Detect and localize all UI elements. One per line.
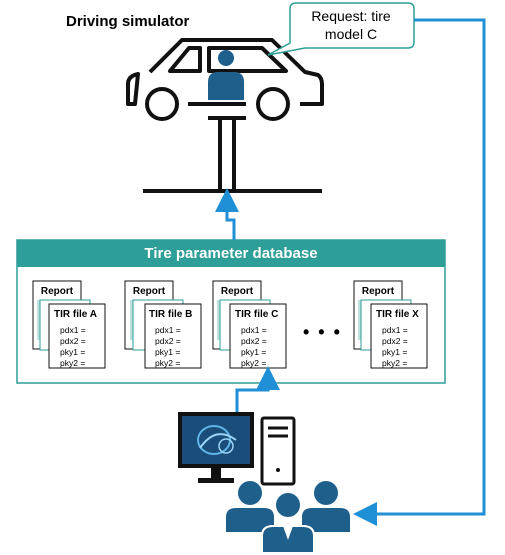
param-line: pky2 =	[382, 358, 408, 368]
tir-file-title: TIR file B	[149, 309, 193, 320]
computer-icon	[178, 412, 296, 486]
param-line: pdx1 =	[241, 325, 267, 335]
param-line: pky2 =	[155, 358, 181, 368]
param-line: pky1 =	[382, 347, 408, 357]
simulator-title: Driving simulator	[66, 13, 190, 30]
database-title: Tire parameter database	[17, 240, 445, 267]
tir-file-title: TIR file A	[54, 309, 97, 320]
tir-file-title: TIR file C	[235, 309, 279, 320]
report-label: Report	[40, 286, 74, 297]
param-line: pky2 =	[60, 358, 86, 368]
request-bubble	[267, 2, 415, 56]
document-stacks	[32, 280, 428, 369]
request-line-2: model C	[324, 26, 378, 42]
lift-icon	[143, 116, 322, 193]
param-line: pdx2 =	[241, 336, 267, 346]
request-text: Request: tire model C	[292, 7, 410, 43]
param-line: pdx1 =	[155, 325, 181, 335]
param-line: pdx2 =	[382, 336, 408, 346]
car-icon	[126, 38, 324, 121]
param-line: pky1 =	[155, 347, 181, 357]
report-label: Report	[132, 286, 166, 297]
param-line: pky2 =	[241, 358, 267, 368]
param-line: pdx2 =	[60, 336, 86, 346]
driver-icon	[208, 50, 244, 100]
param-line: pky1 =	[241, 347, 267, 357]
report-label: Report	[361, 286, 395, 297]
param-line: pdx1 =	[382, 325, 408, 335]
users-icon	[226, 481, 350, 554]
param-line: pdx1 =	[60, 325, 86, 335]
param-line: pdx2 =	[155, 336, 181, 346]
ellipsis: • • •	[303, 322, 342, 342]
request-line-1: Request: tire	[311, 8, 391, 24]
report-label: Report	[220, 286, 254, 297]
flow-arrows	[215, 18, 486, 526]
param-line: pky1 =	[60, 347, 86, 357]
tir-file-title: TIR file X	[376, 309, 419, 320]
